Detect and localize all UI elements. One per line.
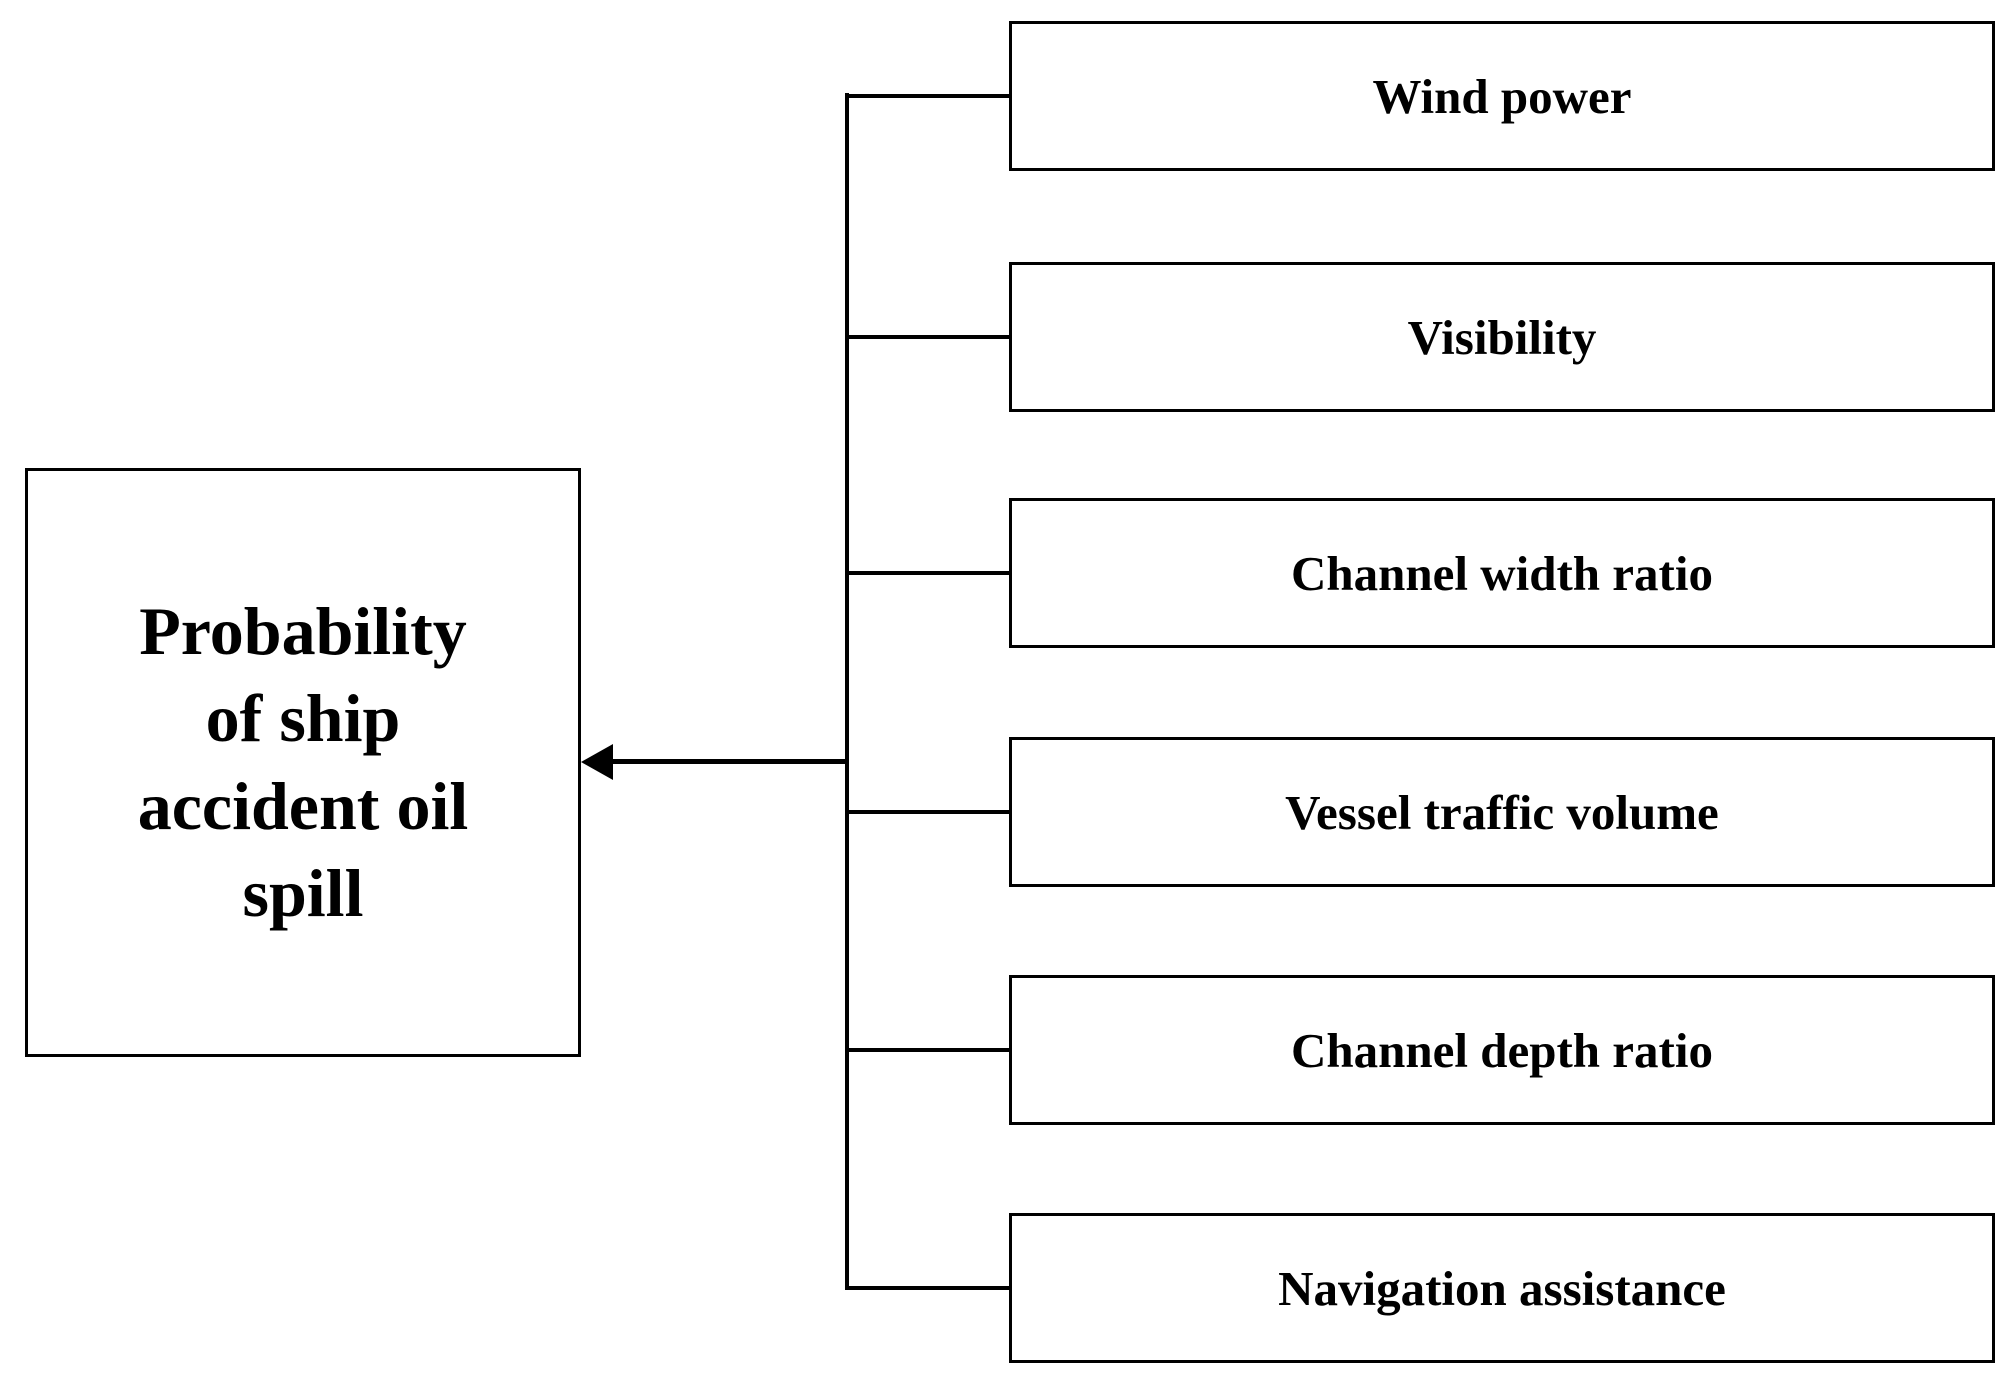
connector-branch-vessel-traffic-volume [847,810,1009,814]
factor-label: Channel depth ratio [1290,1022,1713,1078]
factor-label: Channel width ratio [1290,545,1713,601]
factor-label: Wind power [1372,68,1632,124]
connector-branch-channel-depth-ratio [847,1048,1009,1052]
factor-label: Vessel traffic volume [1285,784,1719,840]
factor-box-visibility: Visibility [1009,262,1995,412]
arrowhead-left-icon [581,744,613,780]
target-box-probability-oil-spill: Probability of ship accident oil spill [25,468,581,1057]
factor-box-wind-power: Wind power [1009,21,1995,171]
factor-box-channel-depth-ratio: Channel depth ratio [1009,975,1995,1125]
factor-box-channel-width-ratio: Channel width ratio [1009,498,1995,648]
target-box-label: Probability of ship accident oil spill [137,593,469,931]
factor-label: Visibility [1407,309,1597,365]
connector-branch-navigation-assistance [847,1286,1009,1290]
factor-box-vessel-traffic-volume: Vessel traffic volume [1009,737,1995,887]
connector-trunk [845,93,849,1290]
arrow-shaft [596,759,847,764]
factor-label: Navigation assistance [1278,1260,1726,1316]
connector-branch-visibility [847,335,1009,339]
connector-branch-wind-power [847,94,1009,98]
connector-branch-channel-width-ratio [847,571,1009,575]
factor-box-navigation-assistance: Navigation assistance [1009,1213,1995,1363]
